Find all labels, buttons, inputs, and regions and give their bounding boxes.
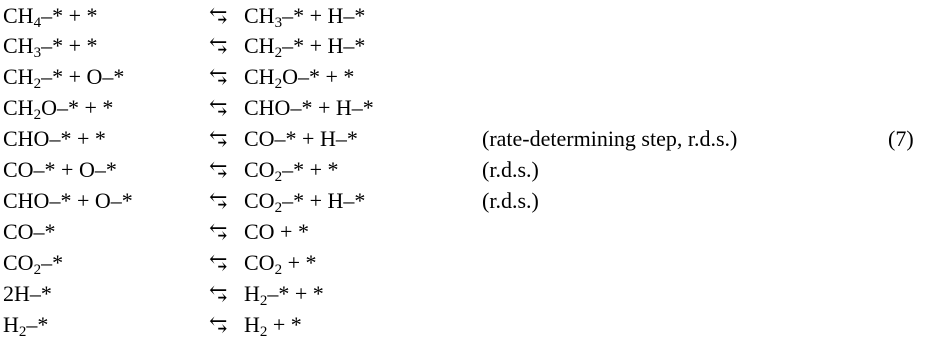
reaction-products: CO + * <box>244 219 309 244</box>
equilibrium-arrow-icon: ⥃ <box>209 3 228 28</box>
reaction-reactants: CHO–* + O–* <box>3 188 133 213</box>
subscript: 4 <box>33 15 42 31</box>
reaction-reactants: CH4–* + * <box>3 3 98 31</box>
subscript: 3 <box>33 45 42 61</box>
subscript: 2 <box>33 262 42 278</box>
subscript: 3 <box>274 15 283 31</box>
reaction-row: CO2–* ⥃ CO2 + * <box>0 249 938 278</box>
reaction-reactants: CO2–* <box>3 250 64 278</box>
subscript: 2 <box>259 293 268 309</box>
equilibrium-arrow-icon: ⥃ <box>209 250 228 275</box>
reaction-products: H2 + * <box>244 312 302 340</box>
reaction-row: CHO–* + O–* ⥃ CO2–* + H–* (r.d.s.) <box>0 187 938 216</box>
equilibrium-arrow-icon: ⥃ <box>209 219 228 244</box>
reaction-row: 2H–* ⥃ H2–* + * <box>0 280 938 309</box>
reaction-reactants: H2–* <box>3 312 49 340</box>
equilibrium-arrow-icon: ⥃ <box>209 157 228 182</box>
reaction-note: (r.d.s.) <box>482 157 539 182</box>
reaction-row: CO–* + O–* ⥃ CO2–* + * (r.d.s.) <box>0 156 938 185</box>
reaction-products: CHO–* + H–* <box>244 95 374 120</box>
equilibrium-arrow-icon: ⥃ <box>209 33 228 58</box>
reaction-row: CH2O–* + * ⥃ CHO–* + H–* <box>0 94 938 123</box>
reaction-note: (r.d.s.) <box>482 188 539 213</box>
reaction-reactants: CO–* + O–* <box>3 157 117 182</box>
subscript: 2 <box>274 169 283 185</box>
equilibrium-arrow-icon: ⥃ <box>209 64 228 89</box>
reaction-reactants: CH2O–* + * <box>3 95 114 123</box>
equilibrium-arrow-icon: ⥃ <box>209 188 228 213</box>
reaction-products: CO2–* + H–* <box>244 188 366 216</box>
reaction-row: CHO–* + * ⥃ CO–* + H–* (rate-determining st… <box>0 125 938 153</box>
reaction-row: CH4–* + * ⥃ CH3–* + H–* <box>0 2 938 31</box>
reaction-note: (rate-determining step, r.d.s.) <box>482 126 738 151</box>
reaction-products: CH2O–* + * <box>244 64 355 92</box>
reaction-reactants: CH3–* + * <box>3 33 98 61</box>
reaction-reactants: CH2–* + O–* <box>3 64 125 92</box>
equilibrium-arrow-icon: ⥃ <box>209 95 228 120</box>
subscript: 2 <box>274 200 283 216</box>
reaction-row: CH2–* + O–* ⥃ CH2O–* + * <box>0 63 938 92</box>
reaction-products: CO2 + * <box>244 250 317 278</box>
equilibrium-arrow-icon: ⥃ <box>209 281 228 306</box>
reaction-products: CO–* + H–* <box>244 126 358 151</box>
subscript: 2 <box>274 45 283 61</box>
reaction-products: H2–* + * <box>244 281 324 309</box>
reaction-row: CH3–* + * ⥃ CH2–* + H–* <box>0 32 938 61</box>
reaction-reactants: CO–* <box>3 219 56 244</box>
equilibrium-arrow-icon: ⥃ <box>209 312 228 337</box>
reaction-row: H2–* ⥃ H2 + * <box>0 311 938 340</box>
reaction-products: CH3–* + H–* <box>244 3 366 31</box>
equation-number: (7) <box>888 126 914 151</box>
subscript: 2 <box>274 262 283 278</box>
reaction-reactants: 2H–* <box>3 281 52 306</box>
subscript: 2 <box>18 324 27 340</box>
reaction-products: CO2–* + * <box>244 157 339 185</box>
reaction-reactants: CHO–* + * <box>3 126 106 151</box>
equilibrium-arrow-icon: ⥃ <box>209 126 228 151</box>
subscript: 2 <box>33 107 42 123</box>
subscript: 2 <box>274 76 283 92</box>
reaction-row: CO–* ⥃ CO + * <box>0 218 938 246</box>
subscript: 2 <box>33 76 42 92</box>
subscript: 2 <box>259 324 268 340</box>
reaction-products: CH2–* + H–* <box>244 33 366 61</box>
